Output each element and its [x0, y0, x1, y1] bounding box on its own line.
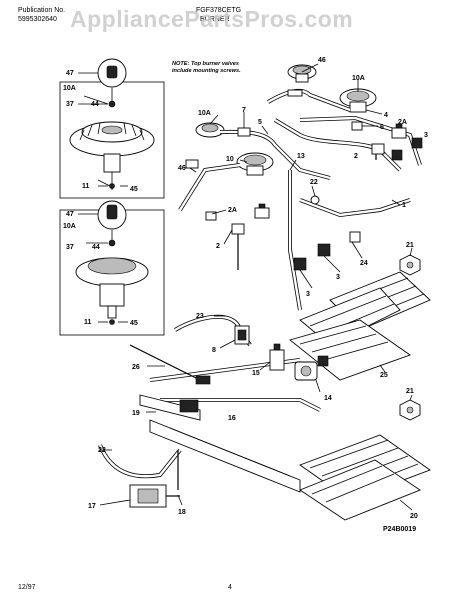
- screw-upper: [109, 183, 115, 189]
- callout-19: 19: [132, 410, 140, 417]
- note-text: NOTE: Top burner valves include mounting…: [172, 61, 241, 74]
- callout-5: 5: [258, 119, 262, 126]
- callout-21: 21: [406, 242, 414, 249]
- callout-25: 25: [380, 372, 388, 379]
- manifold-pipe-1: [299, 116, 422, 166]
- callout-45: 45: [130, 320, 138, 327]
- leader-lines: [78, 63, 413, 511]
- fitting-46: [185, 159, 199, 169]
- nut-21-upper: [399, 254, 421, 276]
- callout-6: 6: [380, 124, 384, 131]
- bracket-3-upper: [411, 137, 423, 149]
- callout-11: 11: [82, 183, 90, 190]
- callout-2a: 2A: [228, 207, 237, 214]
- callout-47: 47: [66, 70, 74, 77]
- callout-47: 47: [66, 211, 74, 218]
- cap-knob-lower: [106, 204, 118, 220]
- fitting-6: [351, 121, 363, 131]
- publication-number: 5995302640: [18, 16, 57, 23]
- watermark: AppliancePartsPros.com: [70, 6, 354, 32]
- footer-page: 4: [228, 584, 232, 591]
- callout-13: 13: [297, 153, 305, 160]
- callout-46: 46: [178, 165, 186, 172]
- tube-22-lower: [98, 444, 181, 478]
- electrode-26: [129, 344, 211, 385]
- regulator-15: [269, 343, 285, 371]
- screw-lower: [109, 319, 115, 325]
- gas-tube-right: [299, 198, 411, 217]
- orifice-upper: [108, 100, 116, 108]
- bracket-3-upper-b: [391, 149, 403, 161]
- publication-label: Publication No.: [18, 7, 66, 14]
- gas-tube-vertical: [288, 170, 302, 311]
- callout-15: 15: [252, 370, 260, 377]
- model-number: FGF378CETG: [196, 7, 242, 14]
- callout-16: 16: [228, 415, 236, 422]
- bracket-3-lower-b: [317, 243, 331, 257]
- burner-10a-rear: [287, 64, 317, 83]
- callout-18: 18: [178, 509, 186, 516]
- fitting-2a: [205, 211, 217, 221]
- orifice-lower: [108, 239, 116, 247]
- callout-2a: 2A: [398, 119, 407, 126]
- valve-2a-lower: [254, 203, 270, 219]
- bracket-3-lower-a: [293, 257, 307, 271]
- callout-22: 22: [310, 179, 318, 186]
- section-title: BURNER: [200, 16, 230, 23]
- callout-37: 37: [66, 101, 74, 108]
- callout-1: 1: [402, 202, 406, 209]
- burner-10-center: [236, 152, 274, 176]
- callout-44: 44: [91, 101, 99, 108]
- callout-8: 8: [212, 347, 216, 354]
- callout-23: 23: [196, 313, 204, 320]
- regulator-14: [294, 355, 329, 381]
- footer-date: 12/97: [18, 584, 36, 591]
- callout-17: 17: [88, 503, 96, 510]
- valve-2-upper: [371, 143, 385, 160]
- callout-21: 21: [406, 388, 414, 395]
- callout-10a: 10A: [63, 85, 76, 92]
- drawing-code: P24B0019: [383, 526, 416, 533]
- callout-24: 24: [360, 260, 368, 267]
- callout-3: 3: [336, 274, 340, 281]
- callout-46: 46: [318, 57, 326, 64]
- callout-20: 20: [410, 513, 418, 520]
- callout-7: 7: [242, 107, 246, 114]
- nut-21-lower: [399, 399, 421, 421]
- callout-10a: 10A: [63, 223, 76, 230]
- fitting-22: [310, 195, 320, 205]
- callout-45: 45: [130, 186, 138, 193]
- callout-44: 44: [92, 244, 100, 251]
- callout-3: 3: [424, 132, 428, 139]
- fitting-46-rear: [287, 89, 303, 97]
- callout-14: 14: [324, 395, 332, 402]
- fitting-7: [237, 127, 251, 137]
- burner-10a-left: [195, 122, 225, 138]
- callout-37: 37: [66, 244, 74, 251]
- callout-11: 11: [84, 319, 92, 326]
- gas-tube-center: [178, 163, 241, 211]
- valve-2a-upper: [391, 123, 407, 139]
- valve-2-lower: [231, 223, 245, 270]
- callout-2: 2: [216, 243, 220, 250]
- callout-10a: 10A: [198, 110, 211, 117]
- callout-26: 26: [132, 364, 140, 371]
- cap-knob-upper: [106, 65, 118, 79]
- callout-labels: 47 10A 37 44 11 45 47 10A 37 44 11 45 46…: [63, 57, 428, 533]
- bracket-rail-lower: [149, 419, 301, 493]
- callout-10a: 10A: [352, 75, 365, 82]
- gas-tube-left: [219, 130, 331, 180]
- burner-pan-20: [299, 434, 431, 521]
- burner-ports-upper: [79, 122, 145, 141]
- callout-3: 3: [306, 291, 310, 298]
- callout-10: 10: [226, 156, 234, 163]
- valve-17: [129, 484, 180, 508]
- fitting-24: [349, 231, 361, 243]
- callout-4: 4: [384, 112, 388, 119]
- callout-22: 22: [98, 447, 106, 454]
- callout-2: 2: [354, 153, 358, 160]
- bracket-19: [139, 394, 201, 421]
